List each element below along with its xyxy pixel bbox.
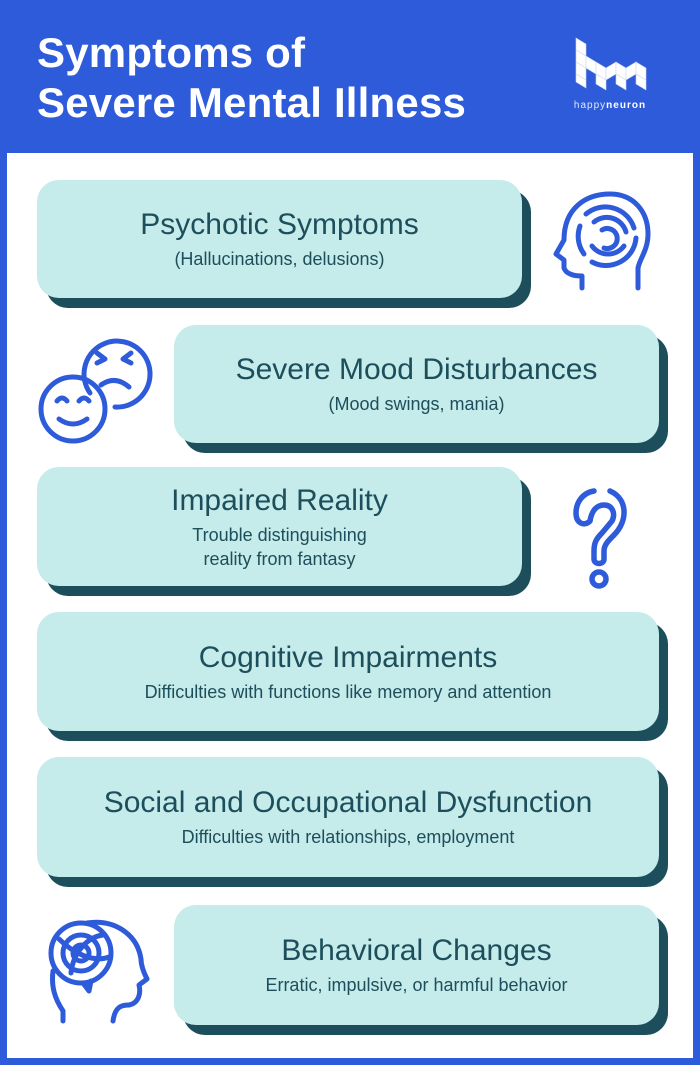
title-line-2: Severe Mental Illness [37,79,467,126]
symptom-card-cognitive: Cognitive Impairments Difficulties with … [37,612,659,731]
tangled-mind-head-icon [43,913,153,1025]
card-title: Psychotic Symptoms [140,208,419,241]
card-title: Social and Occupational Dysfunction [103,786,593,819]
card-title: Severe Mood Disturbances [235,353,598,386]
maze-head-icon [552,188,652,293]
card-description: Erratic, impulsive, or harmful behavior [265,975,568,995]
symptom-card-psychotic: Psychotic Symptoms (Hallucinations, delu… [37,180,522,298]
card-description: Trouble distinguishing reality from fant… [192,524,367,569]
header: Symptoms of Severe Mental Illness [0,0,700,153]
symptom-card-reality: Impaired Reality Trouble distinguishing … [37,467,522,586]
card-description: (Hallucinations, delusions) [174,249,385,269]
card-description: (Mood swings, mania) [328,394,505,414]
question-mark-icon [570,483,634,591]
page-title: Symptoms of Severe Mental Illness [37,28,466,128]
logo-wordmark: happyneuron [573,100,647,111]
card-description: Difficulties with functions like memory … [144,681,552,702]
happy-angry-faces-icon [35,333,155,448]
symptom-card-social: Social and Occupational Dysfunction Diff… [37,757,659,877]
card-description: Difficulties with relationships, employm… [181,827,515,847]
symptom-card-mood: Severe Mood Disturbances (Mood swings, m… [174,325,659,443]
title-line-1: Symptoms of [37,29,306,76]
hn-logo-icon [575,37,647,91]
card-title: Behavioral Changes [281,934,552,967]
card-title: Cognitive Impairments [198,640,498,674]
symptoms-panel: Psychotic Symptoms (Hallucinations, delu… [7,153,693,1058]
symptom-card-behavioral: Behavioral Changes Erratic, impulsive, o… [174,905,659,1025]
brand-logo: happyneuron [566,36,654,116]
card-title: Impaired Reality [171,483,388,517]
